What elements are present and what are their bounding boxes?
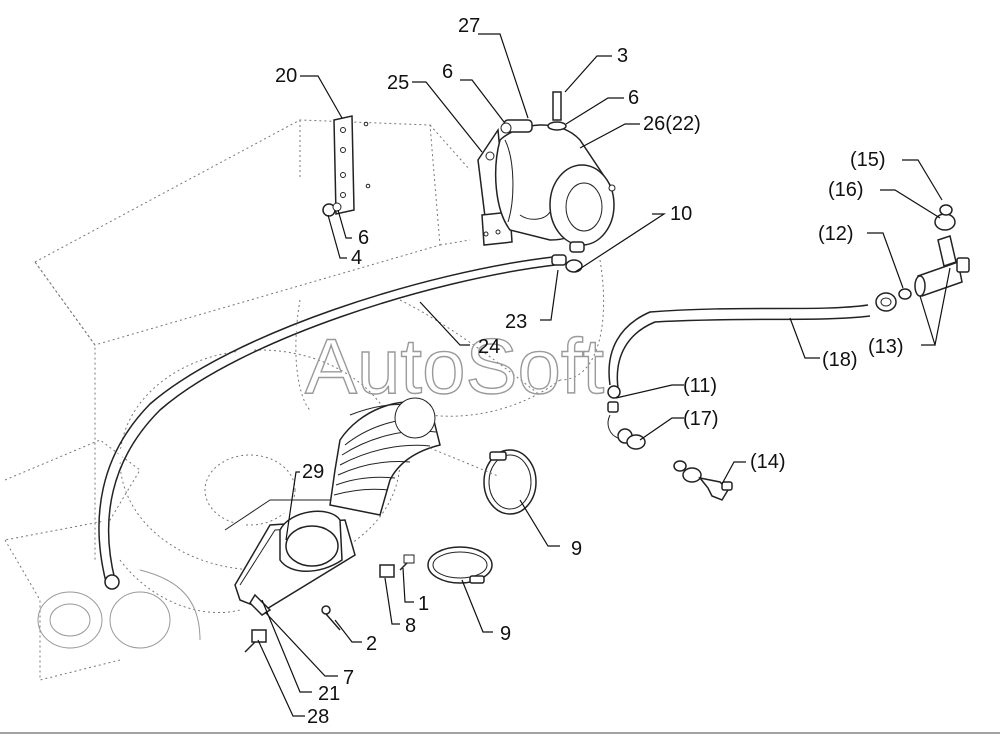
label-20: 20 xyxy=(275,65,297,87)
label-29: 29 xyxy=(302,461,324,483)
leader-lines xyxy=(257,33,951,717)
label-11: (11) xyxy=(683,375,717,397)
label-6-top: 6 xyxy=(442,61,453,83)
hose-18 xyxy=(607,304,871,450)
label-2: 2 xyxy=(366,633,377,655)
watermark: AutoSoft xyxy=(305,322,605,410)
label-4: 4 xyxy=(351,247,362,269)
mounting-bracket xyxy=(322,115,371,217)
label-21: 21 xyxy=(318,683,340,705)
label-6-right: 6 xyxy=(628,87,639,109)
label-26-22: 26(22) xyxy=(643,113,701,135)
label-15: (15) xyxy=(850,149,886,171)
elbow-fitting xyxy=(673,460,733,501)
label-1: 1 xyxy=(418,593,429,615)
label-7: 7 xyxy=(343,667,354,689)
label-9-upper: 9 xyxy=(571,538,582,560)
label-16: (16) xyxy=(828,179,864,201)
label-17: (17) xyxy=(683,408,719,430)
label-23: 23 xyxy=(505,311,527,333)
label-8: 8 xyxy=(405,615,416,637)
corrugated-hose xyxy=(329,397,441,516)
label-12: (12) xyxy=(818,223,854,245)
label-3: 3 xyxy=(617,45,628,67)
hose-clamps xyxy=(427,449,537,584)
label-24: 24 xyxy=(478,336,500,358)
label-9-lower: 9 xyxy=(500,623,511,645)
tee-fitting-group xyxy=(875,204,970,312)
small-hardware xyxy=(244,554,415,653)
label-6-bottom: 6 xyxy=(358,227,369,249)
label-25: 25 xyxy=(387,72,409,94)
label-13: (13) xyxy=(868,336,904,358)
intake-housing xyxy=(224,499,356,616)
label-28: 28 xyxy=(307,706,329,728)
label-10: 10 xyxy=(670,203,692,225)
part-labels: 27 3 20 25 6 6 26(22) 6 4 10 (15) (16) (… xyxy=(275,15,904,728)
label-27: 27 xyxy=(458,15,480,37)
label-18: (18) xyxy=(822,349,858,371)
hose-24 xyxy=(98,254,583,590)
label-14: (14) xyxy=(750,451,786,473)
air-filter xyxy=(477,91,616,253)
